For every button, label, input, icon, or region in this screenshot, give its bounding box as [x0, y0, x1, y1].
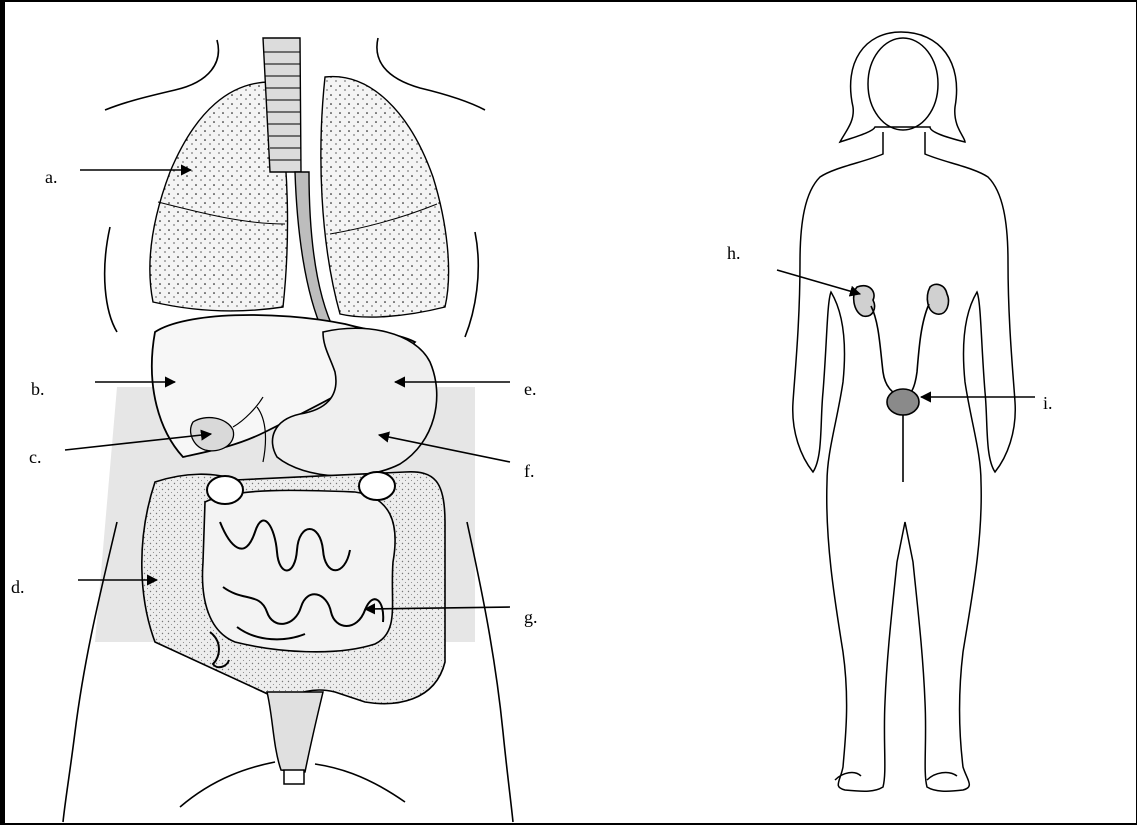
- ureter-right: [871, 306, 901, 396]
- label-h: h.: [727, 244, 741, 262]
- urinary-system: [854, 284, 949, 482]
- label-d: d.: [11, 578, 25, 596]
- ureter-left: [907, 304, 929, 396]
- trachea: [263, 38, 301, 172]
- label-i: i.: [1043, 394, 1053, 412]
- small-intestine: [202, 490, 395, 651]
- kidney-right: [854, 286, 875, 317]
- arrow-h: [777, 270, 860, 294]
- bladder: [887, 389, 919, 415]
- hair: [840, 32, 965, 142]
- label-g: g.: [524, 608, 538, 626]
- body-outline: [793, 132, 1016, 791]
- label-b: b.: [31, 380, 45, 398]
- rectum: [267, 692, 323, 772]
- label-a: a.: [45, 168, 58, 186]
- urinary-arrows: [777, 270, 1035, 397]
- colon-cut-right: [359, 472, 395, 500]
- label-c: c.: [29, 448, 42, 466]
- anatomy-diagram: [5, 2, 1137, 827]
- left-lung-stipple: [321, 77, 449, 317]
- label-f: f.: [524, 462, 535, 480]
- colon-cut-left: [207, 476, 243, 504]
- gallbladder: [191, 418, 234, 451]
- head: [868, 38, 938, 130]
- kidney-left: [927, 284, 948, 314]
- torso-figure: [63, 38, 513, 822]
- label-e: e.: [524, 380, 537, 398]
